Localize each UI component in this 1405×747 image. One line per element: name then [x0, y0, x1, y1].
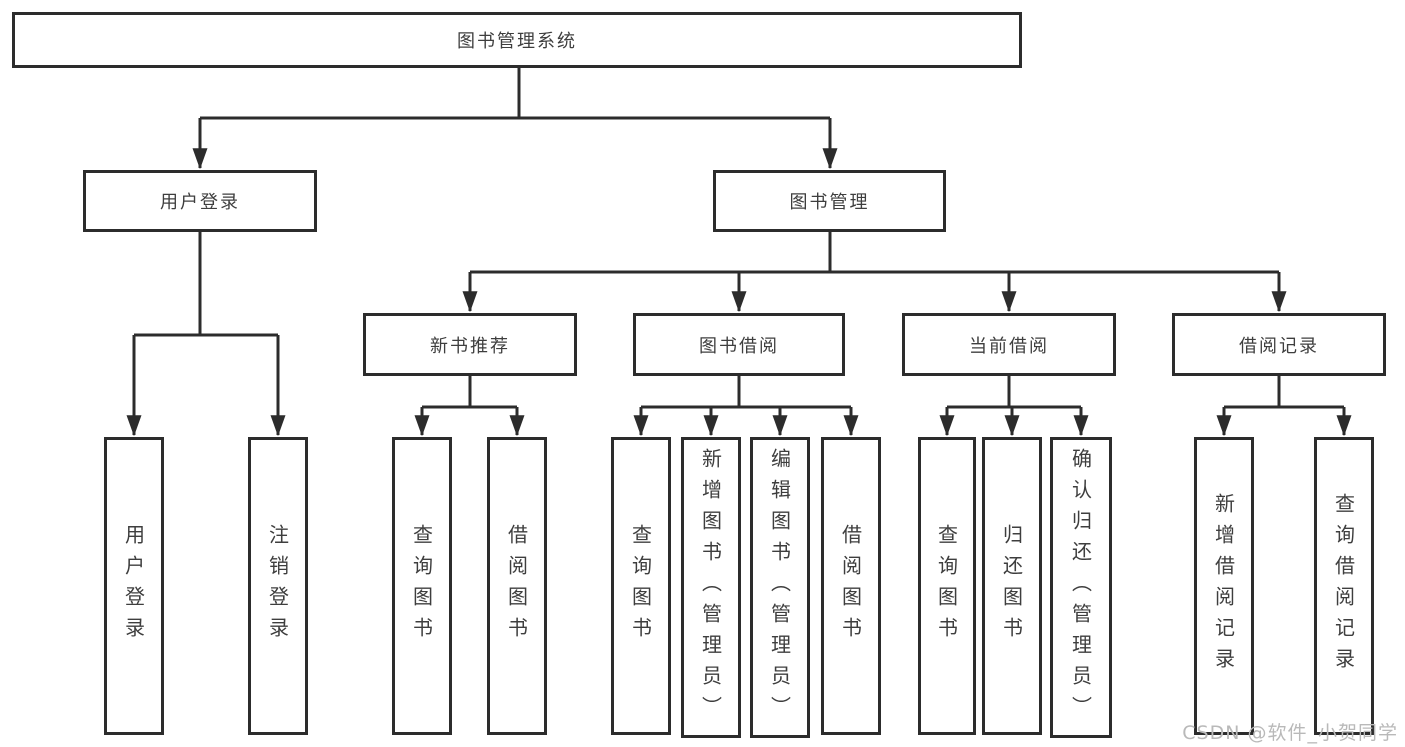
- node-label: 用户登录: [121, 524, 146, 648]
- node-current-borrow: 当前借阅: [902, 313, 1116, 376]
- node-book-borrow: 图书借阅: [633, 313, 845, 376]
- leaf-logout: 注销登录: [248, 437, 308, 735]
- leaf-borrow-books-recommend: 借阅图书: [487, 437, 547, 735]
- node-label: 查询借阅记录: [1331, 493, 1356, 679]
- leaf-confirm-return-admin: 确认归还（管理员）: [1050, 437, 1112, 738]
- leaf-query-books-recommend: 查询图书: [392, 437, 452, 735]
- node-book-management: 图书管理: [713, 170, 946, 232]
- leaf-add-borrow-record: 新增借阅记录: [1194, 437, 1254, 735]
- leaf-borrow-books-2: 借阅图书: [821, 437, 881, 735]
- leaf-query-borrow-record: 查询借阅记录: [1314, 437, 1374, 735]
- node-label: 查询图书: [409, 524, 434, 648]
- node-label: 查询图书: [628, 524, 653, 648]
- node-label: 归还图书: [999, 524, 1024, 648]
- leaf-query-books-current: 查询图书: [918, 437, 976, 735]
- leaf-return-book: 归还图书: [982, 437, 1042, 735]
- node-label: 图书管理系统: [457, 31, 577, 52]
- node-label: 图书管理: [789, 192, 870, 213]
- node-label: 新增图书（管理员）: [698, 448, 723, 727]
- node-library-management-system: 图书管理系统: [12, 12, 1022, 68]
- node-user-login: 用户登录: [83, 170, 317, 232]
- node-new-book-recommend: 新书推荐: [363, 313, 577, 376]
- leaf-edit-book-admin: 编辑图书（管理员）: [750, 437, 810, 738]
- leaf-user-login: 用户登录: [104, 437, 164, 735]
- node-label: 确认归还（管理员）: [1068, 448, 1093, 727]
- node-label: 编辑图书（管理员）: [767, 448, 792, 727]
- leaf-add-book-admin: 新增图书（管理员）: [681, 437, 741, 738]
- node-label: 图书借阅: [699, 335, 779, 357]
- node-label: 查询图书: [934, 524, 959, 648]
- node-label: 新书推荐: [430, 335, 510, 357]
- leaf-query-books-borrow: 查询图书: [611, 437, 671, 735]
- node-label: 新增借阅记录: [1211, 493, 1236, 679]
- node-label: 借阅图书: [504, 524, 529, 648]
- node-label: 借阅记录: [1239, 335, 1319, 357]
- node-label: 借阅图书: [838, 524, 863, 648]
- csdn-watermark: CSDN @软件_小贺同学: [1182, 722, 1398, 744]
- node-borrow-records: 借阅记录: [1172, 313, 1386, 376]
- node-label: 用户登录: [160, 192, 240, 213]
- node-label: 当前借阅: [969, 335, 1049, 357]
- node-label: 注销登录: [265, 524, 290, 648]
